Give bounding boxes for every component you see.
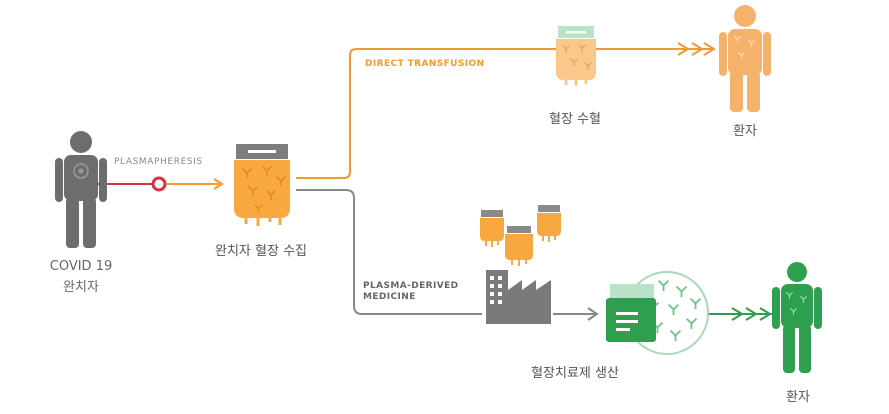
arrow-to-collection-icon (213, 178, 224, 190)
direct-transfusion-label: DIRECT TRANSFUSION (365, 59, 485, 69)
arrow-to-medicine-icon (587, 307, 599, 321)
collection-label: 완치자 혈장 수집 (215, 244, 307, 259)
patient-bottom-label: 환자 (786, 390, 810, 405)
transfusion-label: 혈장 수혈 (549, 112, 601, 127)
plasmapheresis-label: PLASMAPHERESIS (114, 157, 203, 167)
factory-icon (486, 270, 551, 324)
medicine-package-icon (606, 284, 656, 342)
donor-label-line1: COVID 19 (49, 259, 113, 274)
plasmapheresis-node-icon (151, 176, 167, 192)
plasma-derived-label-line2: MEDICINE (363, 292, 416, 302)
production-label: 혈장치료제 생산 (531, 366, 619, 381)
direct-transfusion-line (296, 48, 556, 179)
transfusion-bag-icon (556, 26, 596, 86)
collection-bag-icon (234, 144, 290, 226)
patient-top-icon (719, 5, 771, 112)
patient-bottom-icon (772, 262, 822, 373)
patient-top-label: 환자 (733, 124, 757, 139)
arrow-to-patient-top-icon (677, 42, 716, 56)
arrow-to-patient-bottom-icon (731, 307, 772, 321)
donor-icon (55, 131, 107, 248)
flow-lines (98, 42, 772, 321)
plasma-derived-label-line1: PLASMA-DERIVED (363, 281, 459, 291)
plasma-derived-line (296, 189, 482, 315)
small-bags-icon (480, 205, 561, 266)
donor-label-line2: 완치자 (63, 280, 99, 295)
